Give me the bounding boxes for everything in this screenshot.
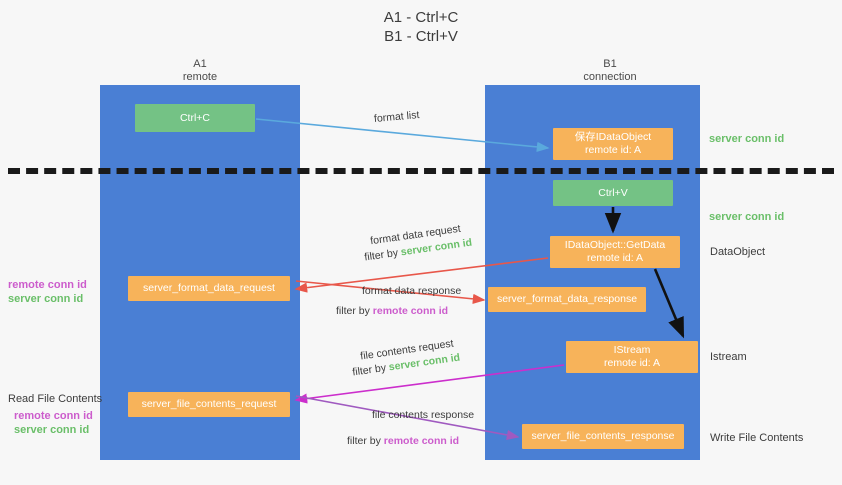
title-line-1: A1 - Ctrl+C: [383, 9, 459, 26]
column-header-a1-name: A1: [193, 58, 207, 70]
node-server-file-contents-response-label: server_file_contents_response: [531, 430, 675, 442]
filter-value-remote-conn-id: remote conn id: [383, 435, 460, 447]
edge-label-format-data-response-filter: filter by remote conn id: [336, 304, 448, 319]
edge-label-format-list: format list: [373, 109, 420, 125]
edge-label-format-data-response: format data response: [362, 285, 462, 297]
edge-label-file-contents-response: file contents response: [372, 409, 475, 421]
left-label-conn-ids-lower: remote conn id server conn id: [14, 409, 93, 437]
node-istream[interactable]: IStream remote id: A: [566, 341, 698, 373]
column-header-a1: A1 remote: [120, 58, 280, 84]
filter-prefix: filter by: [336, 305, 373, 317]
side-label-server-conn-id-top: server conn id: [709, 133, 785, 145]
node-idataobject-getdata-line2: remote id: A: [586, 252, 644, 264]
filter-value-remote-conn-id: remote conn id: [372, 305, 449, 317]
column-header-b1-name: B1: [603, 58, 617, 70]
node-save-idataobject-line1: 保存IDataObject: [574, 131, 652, 143]
node-istream-line2: remote id: A: [603, 357, 661, 369]
column-header-b1-sub: connection: [583, 71, 637, 83]
node-server-file-contents-request[interactable]: server_file_contents_request: [128, 392, 290, 417]
title-line-2: B1 - Ctrl+V: [384, 28, 458, 45]
node-idataobject-getdata-line1: IDataObject::GetData: [564, 239, 666, 251]
filter-prefix: filter by: [363, 246, 402, 264]
node-ctrl-c[interactable]: Ctrl+C: [135, 104, 255, 132]
node-ctrl-v[interactable]: Ctrl+V: [553, 180, 673, 206]
edge-label-file-contents-response-filter: filter by remote conn id: [347, 434, 459, 449]
node-server-file-contents-response[interactable]: server_file_contents_response: [522, 424, 684, 449]
left-label-server-conn-id-2: server conn id: [14, 424, 90, 436]
node-idataobject-getdata[interactable]: IDataObject::GetData remote id: A: [550, 236, 680, 268]
node-server-format-data-request-label: server_format_data_request: [143, 282, 275, 294]
node-server-file-contents-request-label: server_file_contents_request: [141, 398, 277, 410]
node-istream-line1: IStream: [613, 344, 651, 356]
left-label-remote-conn-id-2: remote conn id: [14, 410, 93, 422]
side-label-dataobject: DataObject: [710, 246, 766, 258]
phase-divider: [8, 168, 834, 174]
column-header-b1: B1 connection: [530, 58, 690, 84]
node-ctrl-v-label: Ctrl+V: [598, 186, 628, 199]
left-label-server-conn-id-1: server conn id: [8, 293, 84, 305]
side-label-istream: Istream: [710, 351, 747, 363]
left-label-remote-conn-id-1: remote conn id: [8, 279, 87, 291]
filter-prefix: filter by: [347, 435, 384, 447]
left-label-read-file-contents: Read File Contents: [8, 393, 103, 405]
node-save-idataobject[interactable]: 保存IDataObject remote id: A: [553, 128, 673, 160]
column-header-a1-sub: remote: [182, 71, 218, 83]
node-server-format-data-response[interactable]: server_format_data_response: [488, 287, 646, 312]
node-save-idataobject-line2: remote id: A: [584, 144, 642, 156]
left-label-conn-ids-upper: remote conn id server conn id: [8, 278, 87, 306]
node-ctrl-c-label: Ctrl+C: [179, 111, 211, 124]
diagram-title: A1 - Ctrl+C B1 - Ctrl+V: [0, 8, 842, 46]
node-server-format-data-request[interactable]: server_format_data_request: [128, 276, 290, 301]
side-label-write-file-contents: Write File Contents: [710, 432, 804, 444]
node-server-format-data-response-label: server_format_data_response: [496, 293, 638, 305]
filter-prefix: filter by: [351, 361, 390, 379]
side-label-server-conn-id-mid: server conn id: [709, 211, 785, 223]
